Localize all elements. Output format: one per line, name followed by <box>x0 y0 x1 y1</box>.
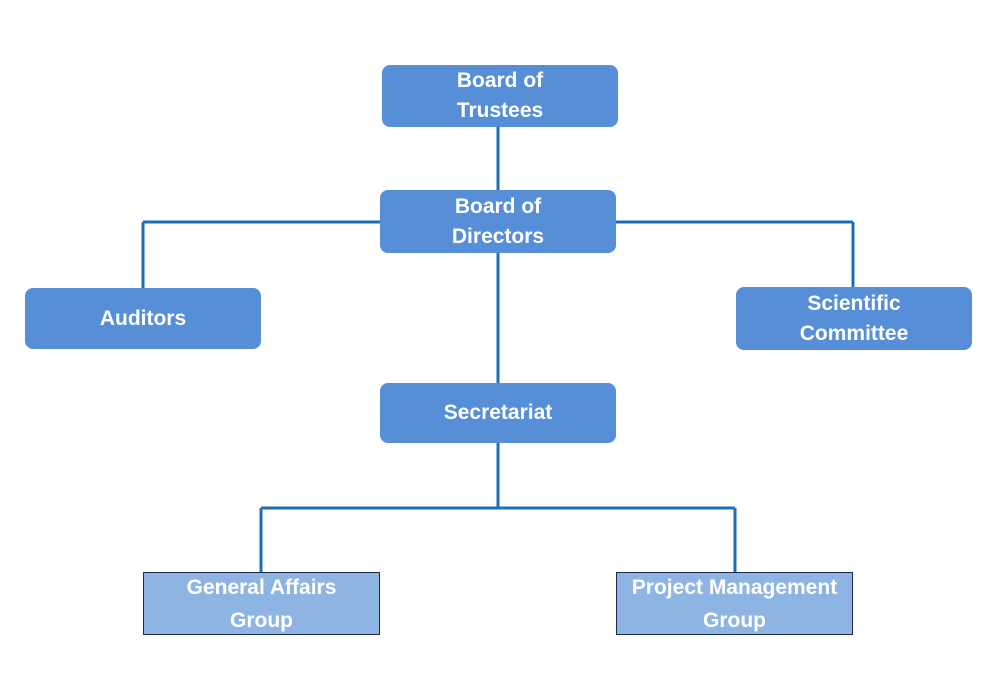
node-label: Secretariat <box>443 401 553 424</box>
node-label: Scientific Committee <box>799 291 909 345</box>
node-board-of-trustees: Board of Trustees <box>382 65 618 127</box>
node-scientific-committee: Scientific Committee <box>736 287 972 350</box>
node-label: Board of Directors <box>451 194 545 248</box>
node-board-of-directors: Board of Directors <box>380 190 616 253</box>
node-secretariat: Secretariat <box>380 383 616 443</box>
node-auditors: Auditors <box>25 288 261 349</box>
node-label: General Affairs Group <box>186 575 337 632</box>
node-project-management-group: Project Management Group <box>616 572 853 635</box>
node-label: Auditors <box>99 306 187 330</box>
node-label: Project Management Group <box>631 575 838 632</box>
node-general-affairs-group: General Affairs Group <box>143 572 380 635</box>
node-label: Board of Trustees <box>456 69 544 122</box>
